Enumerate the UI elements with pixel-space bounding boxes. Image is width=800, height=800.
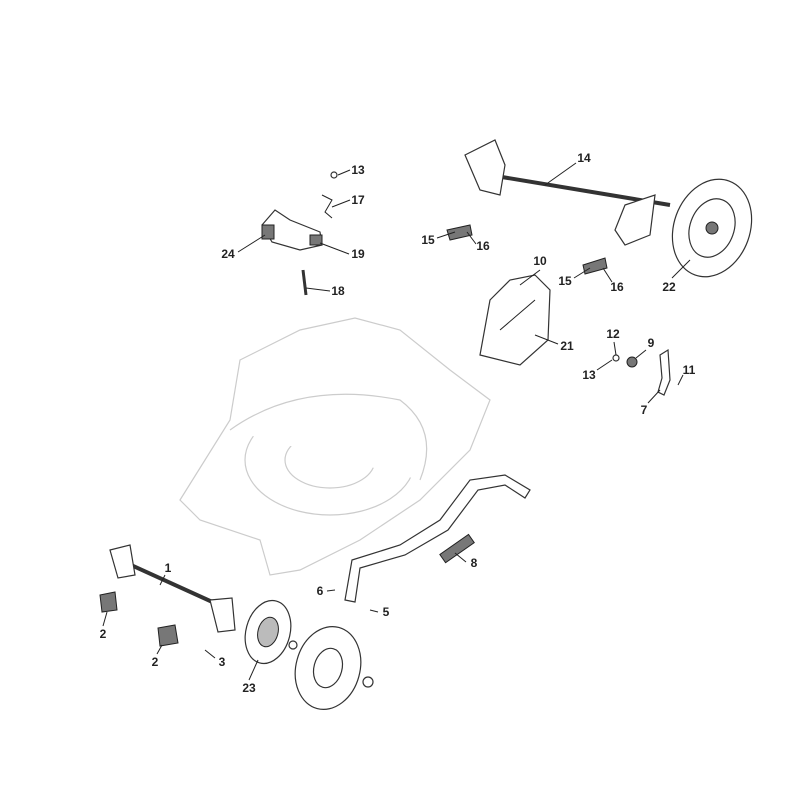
clip xyxy=(99,591,118,613)
callout-15: 15 xyxy=(421,233,435,247)
callout-12: 12 xyxy=(606,327,620,341)
bracket xyxy=(657,348,671,396)
callout-17: 17 xyxy=(351,193,365,207)
mower-deck xyxy=(179,317,491,576)
rear-axle xyxy=(464,139,671,246)
callout-16b: 16 xyxy=(610,280,624,294)
clip xyxy=(446,224,473,241)
callout-21: 21 xyxy=(560,339,574,353)
callout-8: 8 xyxy=(470,556,478,570)
callout-13: 13 xyxy=(351,163,365,177)
callout-24: 24 xyxy=(221,247,235,261)
callout-23: 23 xyxy=(242,681,256,695)
callout-16: 16 xyxy=(476,239,490,253)
leader-lines xyxy=(102,162,691,681)
callout-1: 1 xyxy=(164,561,172,575)
lever-rod xyxy=(344,474,531,603)
clip xyxy=(582,257,608,275)
callout-14: 14 xyxy=(577,151,591,165)
callout-5: 5 xyxy=(382,605,390,619)
washer xyxy=(626,356,638,368)
callout-19: 19 xyxy=(351,247,365,261)
callout-18: 18 xyxy=(331,284,345,298)
rear-wheel-cover xyxy=(671,178,753,278)
front-wheel xyxy=(288,625,374,711)
callout-9: 9 xyxy=(647,336,655,350)
callout-22: 22 xyxy=(662,280,676,294)
callout-7: 7 xyxy=(640,403,648,417)
clip xyxy=(157,624,179,647)
callout-10: 10 xyxy=(533,254,547,268)
callout-11: 11 xyxy=(682,363,696,377)
height-adjust-lever xyxy=(261,171,338,296)
side-cover xyxy=(479,274,551,366)
callout-2b: 2 xyxy=(151,655,159,669)
callout-6: 6 xyxy=(316,584,324,598)
callout-2: 2 xyxy=(99,627,107,641)
front-axle xyxy=(109,544,236,633)
callout-13b: 13 xyxy=(582,368,596,382)
callout-3: 3 xyxy=(218,655,226,669)
callout-15b: 15 xyxy=(558,274,572,288)
